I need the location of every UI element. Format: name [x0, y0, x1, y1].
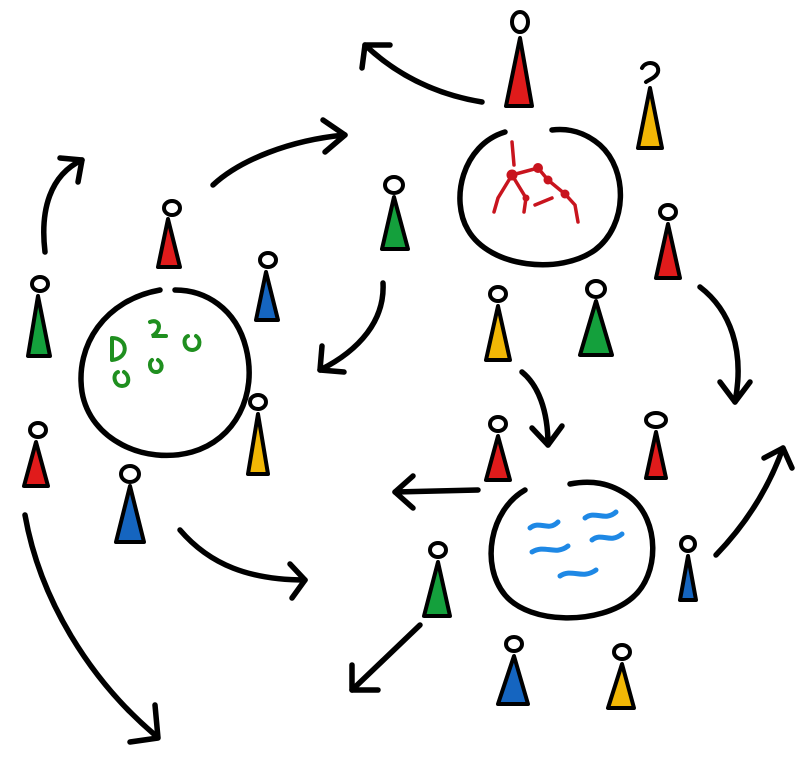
cluster-bottom-right-circle	[488, 479, 656, 621]
person-icon	[644, 411, 668, 480]
arrow-left-to-topright	[210, 117, 348, 188]
cluster-top-right-network	[492, 140, 580, 224]
person-icon	[422, 541, 452, 618]
arrow-left-to-right-bottom	[177, 527, 308, 601]
cluster-top-right-circle	[457, 126, 624, 268]
person-icon	[504, 10, 534, 108]
person-icon	[636, 61, 664, 150]
person-icon	[484, 415, 512, 482]
cluster-bottom-right-waves	[527, 509, 625, 579]
arrow-bottomright-down-left	[349, 622, 423, 693]
cluster-top-right	[457, 126, 624, 268]
cluster-left-glyphs	[110, 319, 202, 389]
person-icon	[484, 285, 512, 362]
person-icon	[156, 199, 182, 269]
arrow-bottomright-left	[392, 473, 481, 511]
arrow-middle-to-left	[317, 280, 386, 375]
person-icon	[578, 279, 614, 357]
arrow-left-long-down	[22, 512, 161, 745]
cluster-left-circle	[78, 287, 252, 459]
arrow-topright-up-left	[359, 42, 485, 105]
person-icon	[654, 203, 682, 280]
arrow-left-up	[41, 155, 85, 255]
person-icon	[606, 643, 636, 710]
cluster-bottom-right	[488, 479, 656, 621]
arrow-topright-to-bottomright	[519, 369, 565, 448]
person-icon	[380, 175, 410, 251]
person-icon	[114, 464, 146, 544]
person-icon	[246, 393, 270, 476]
arrows	[22, 42, 795, 745]
cluster-left	[78, 287, 252, 459]
person-icon	[496, 635, 530, 706]
person-icon	[254, 251, 280, 322]
person-icon	[22, 421, 50, 488]
arrow-bottomright-up-right	[713, 445, 795, 558]
person-icon	[678, 535, 698, 602]
people	[22, 10, 698, 710]
person-icon	[26, 275, 52, 358]
arrow-topright-right-down	[697, 284, 753, 405]
